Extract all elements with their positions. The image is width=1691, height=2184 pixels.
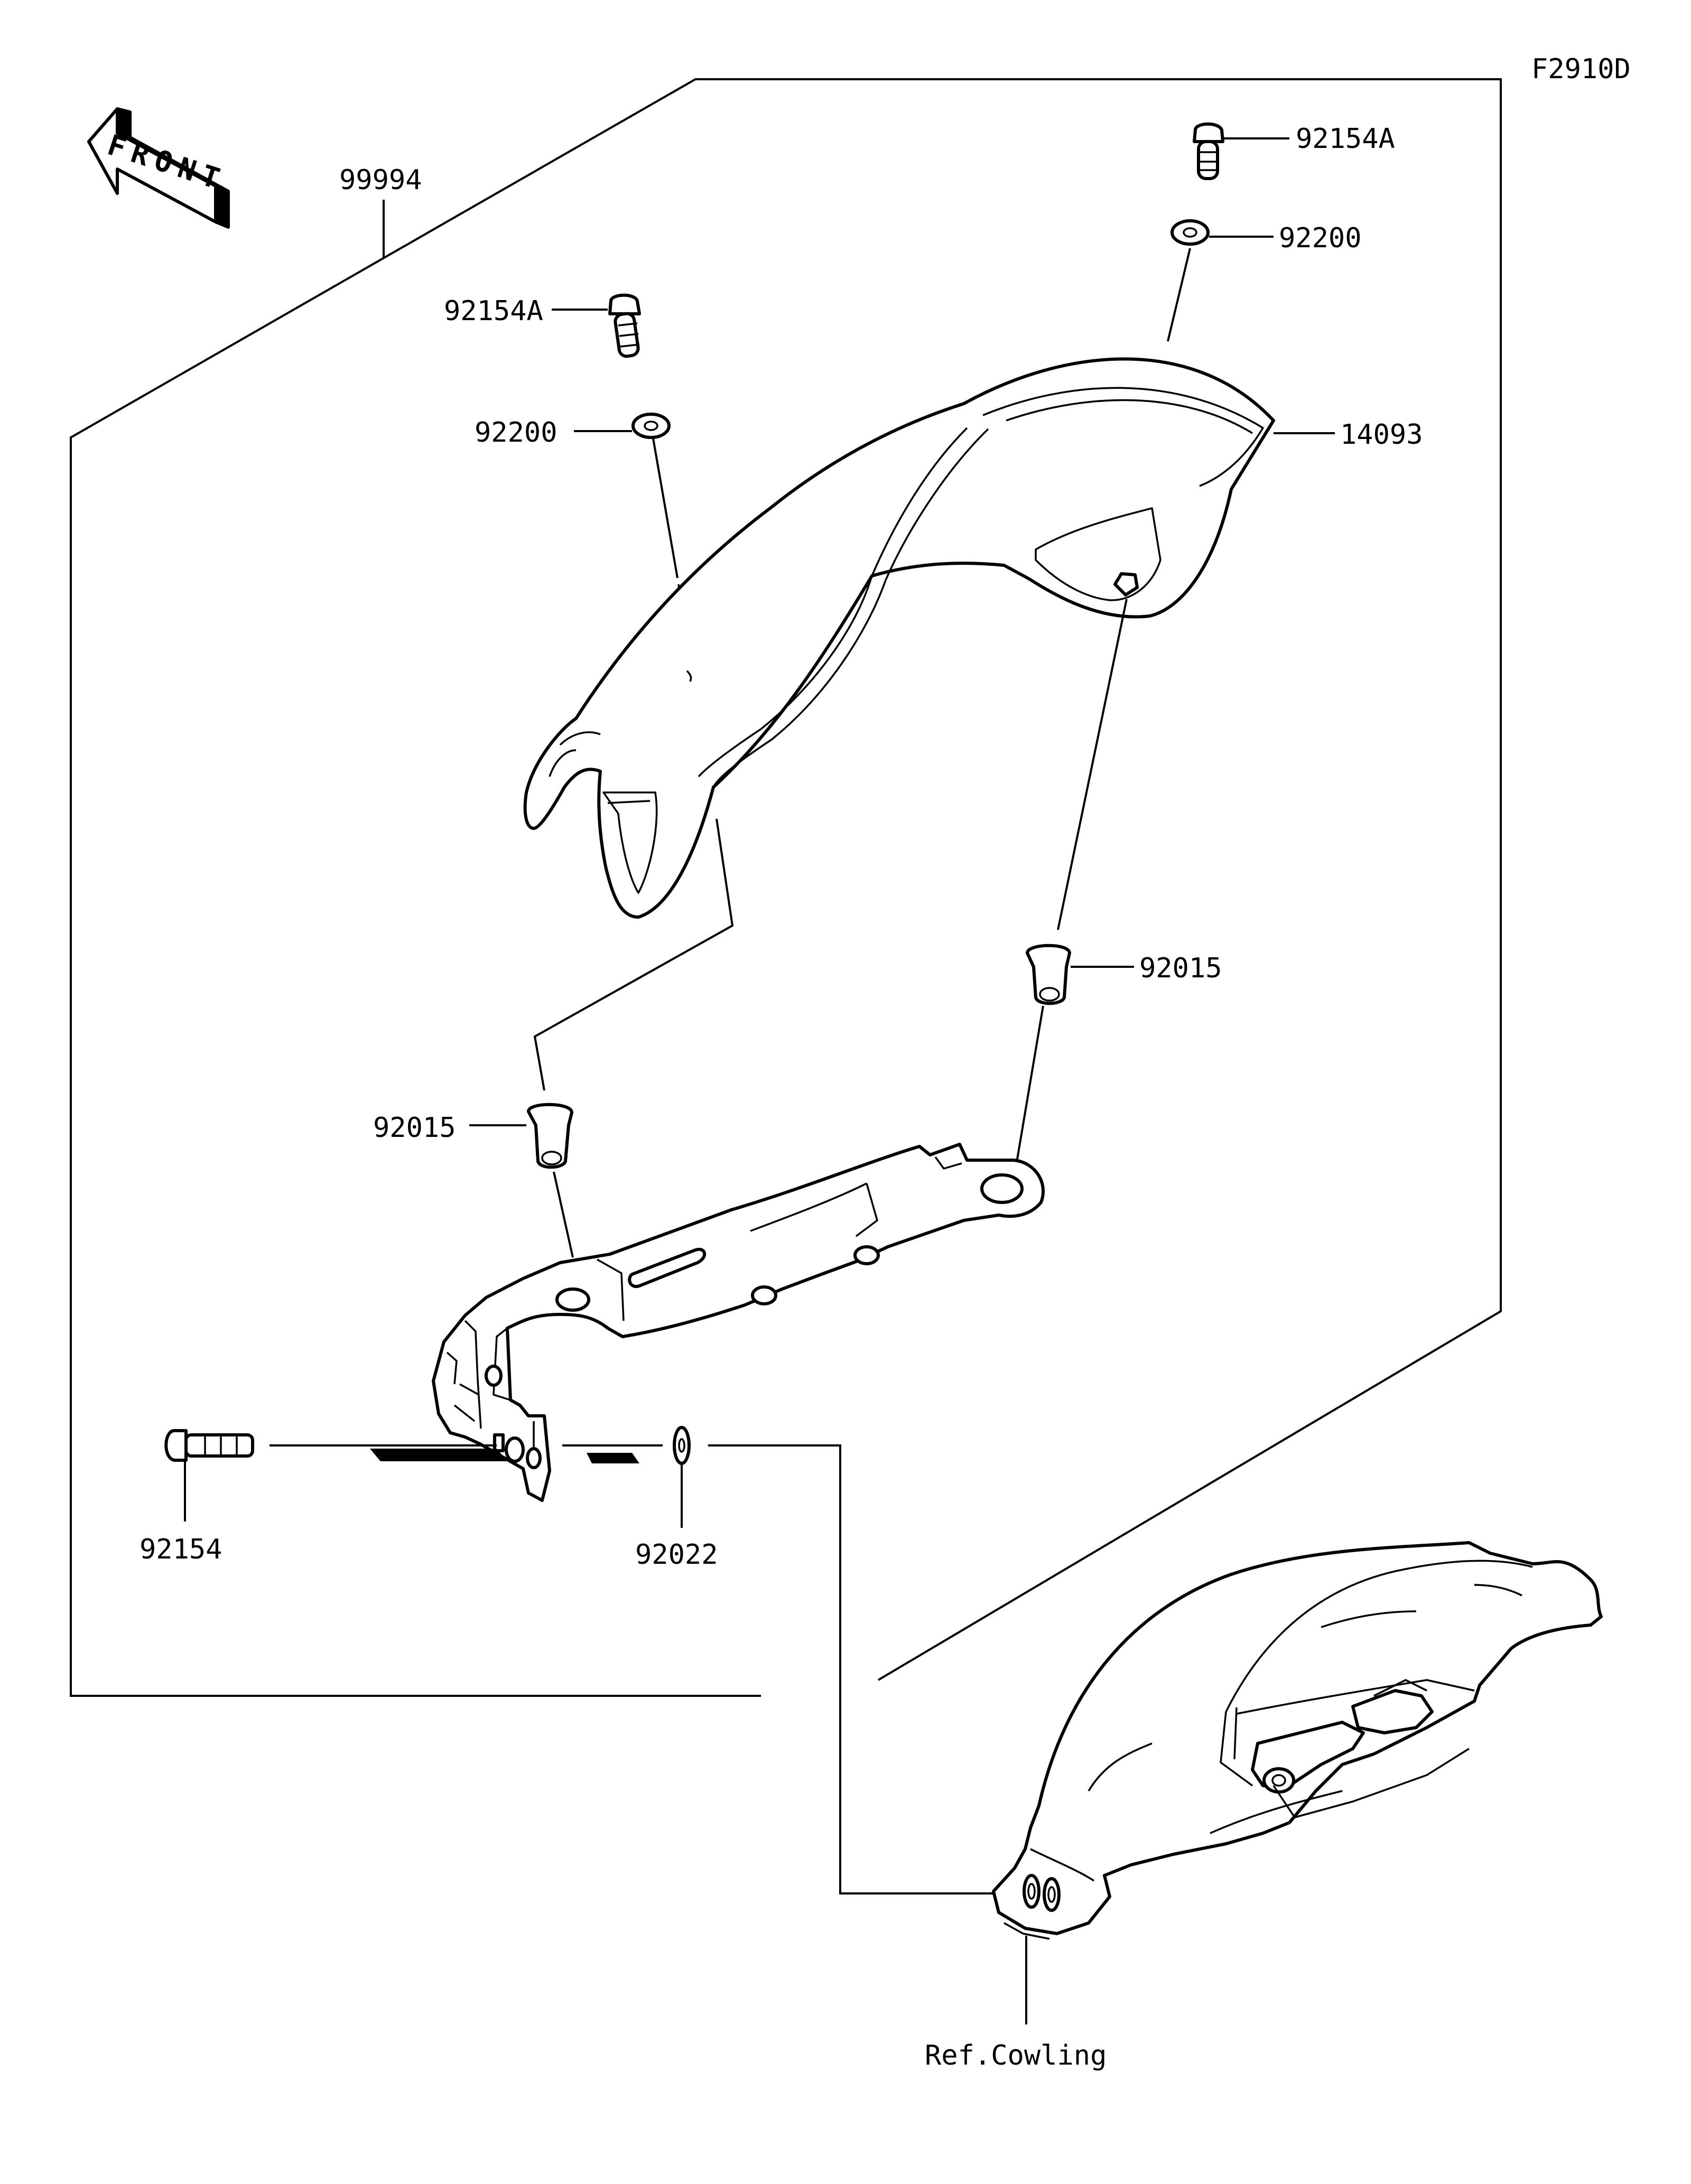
mounting-bracket	[432, 1143, 1045, 1502]
front-arrow-icon: FRONT	[87, 107, 231, 229]
grommet-right	[1026, 944, 1071, 1005]
grommet-left	[527, 1103, 573, 1169]
assembly-line-cowl-left	[533, 818, 734, 1091]
label-14093: 14093	[1340, 419, 1423, 451]
washer-bottom	[673, 1426, 691, 1465]
diagram-code: F2910D	[1531, 53, 1631, 85]
assembly-line-top-right	[1167, 248, 1191, 342]
label-92015-right: 92015	[1139, 953, 1222, 984]
bolt-bottom-hidden-2	[587, 1453, 639, 1463]
bolt-top-right	[1193, 122, 1224, 180]
label-92015-left: 92015	[373, 1112, 456, 1144]
label-92154a-top-left: 92154A	[444, 295, 543, 327]
assembly-line-grommet-left	[553, 1171, 574, 1258]
assembly-line-to-cowling	[708, 1444, 1026, 1894]
ref-cowling	[992, 1541, 1603, 1940]
bolt-bottom-hidden	[370, 1449, 507, 1461]
label-92154: 92154	[140, 1534, 222, 1565]
assembly-line-cowl-right	[1057, 599, 1128, 930]
label-ref-cowling: Ref.Cowling	[925, 2040, 1107, 2071]
bolt-top-left	[608, 293, 641, 358]
label-92154a-top-right: 92154A	[1296, 123, 1395, 155]
kit-outline	[70, 78, 1502, 1697]
label-92200-top-left: 92200	[475, 417, 558, 449]
assembly-line-grommet-right	[1016, 1005, 1044, 1163]
seat-cowl	[523, 357, 1275, 919]
label-92200-top-right: 92200	[1279, 222, 1362, 254]
assembly-line-top-left	[652, 438, 679, 578]
washer-top-right	[1170, 219, 1210, 246]
label-99994: 99994	[339, 164, 422, 196]
bolt-bottom	[164, 1429, 254, 1462]
washer-top-left	[631, 413, 671, 439]
label-92022: 92022	[635, 1539, 718, 1571]
